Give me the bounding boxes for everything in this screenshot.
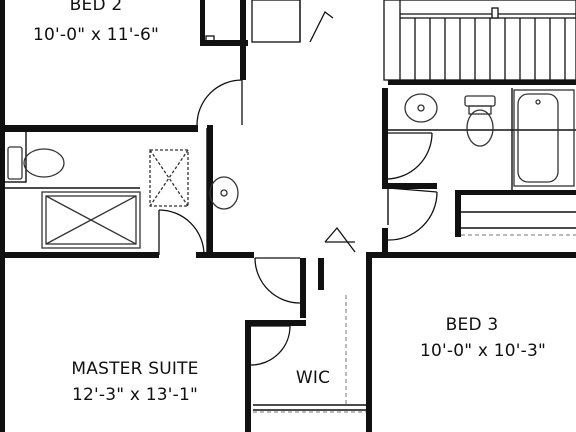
shower-icon	[149, 149, 189, 207]
master-bath-fixtures	[7, 146, 239, 249]
bed2-name: BED 2	[70, 0, 123, 15]
closet-bed2	[205, 0, 334, 43]
door-swing-icon	[250, 325, 291, 366]
stairs-icon	[383, 0, 576, 81]
wic-name: WIC	[296, 368, 330, 388]
hall-bath-fixtures	[404, 89, 575, 187]
bed2-dims: 10'-0" x 11'-6"	[33, 25, 159, 45]
door-swings	[158, 79, 438, 366]
room-labels: BED 2 10'-0" x 11'-6" BED 3 10'-0" x 10'…	[33, 0, 546, 405]
door-swing-icon	[254, 257, 301, 304]
sink-icon	[209, 176, 239, 210]
door-swing-icon	[158, 209, 205, 256]
door-swing-icon	[196, 79, 243, 126]
bed3-dims: 10'-0" x 10'-3"	[420, 341, 546, 361]
master-dims: 12'-3" x 13'-1"	[72, 385, 198, 405]
door-swing-icon	[324, 226, 356, 253]
thin-lines	[0, 88, 576, 411]
bathtub-icon	[513, 89, 575, 187]
toilet-icon	[464, 95, 496, 147]
master-name: MASTER SUITE	[71, 359, 198, 379]
sink-icon	[404, 93, 438, 123]
door-swing-icon	[385, 132, 433, 180]
shower-icon	[41, 191, 141, 249]
door-swing-icon	[387, 187, 438, 241]
toilet-icon	[7, 146, 65, 180]
bed3-name: BED 3	[446, 315, 499, 335]
